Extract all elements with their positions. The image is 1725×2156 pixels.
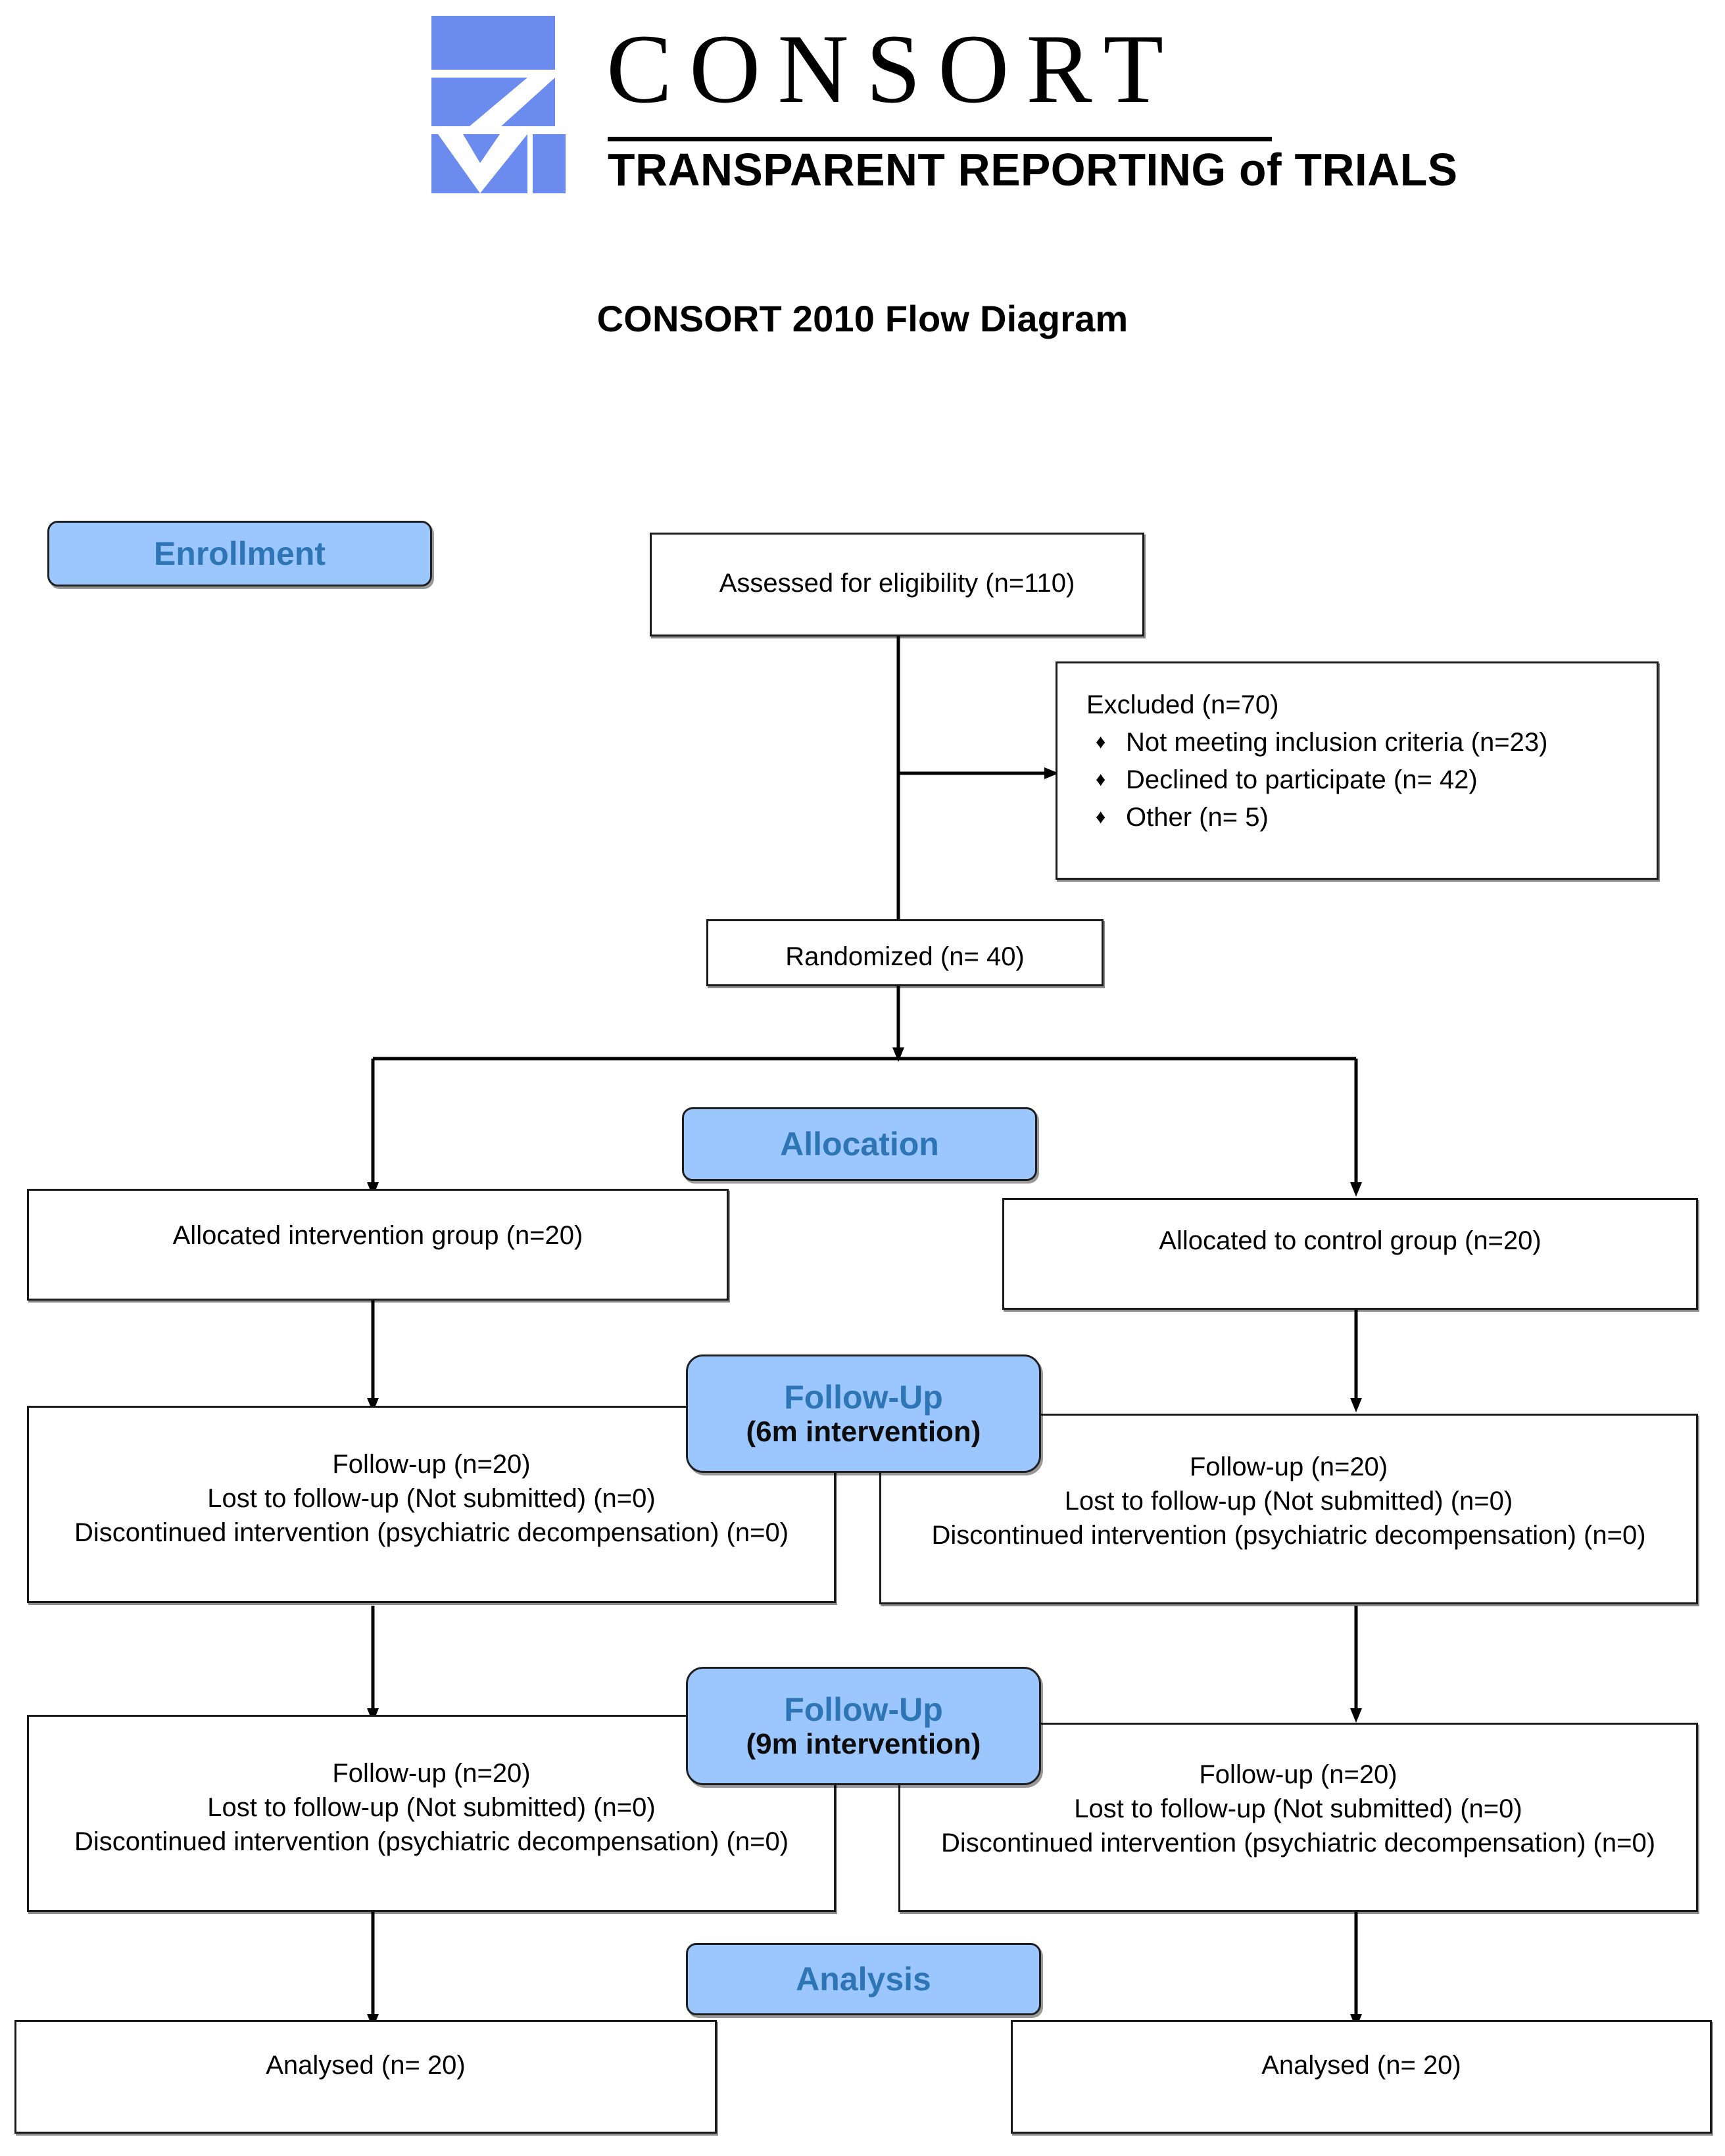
box-analysed-intervention: Analysed (n= 20)	[14, 2020, 717, 2134]
phase-badge-analysis-label: Analysis	[796, 1961, 931, 1998]
phase-badge-followup-9m-sublabel: (9m intervention)	[746, 1728, 981, 1761]
followup9-left-line-3: Discontinued intervention (psychiatric d…	[74, 1827, 789, 1856]
consort-wordmark: CONSORT	[606, 14, 1181, 124]
followup6-right-line-3: Discontinued intervention (psychiatric d…	[931, 1521, 1646, 1550]
phase-badge-followup-6m-sublabel: (6m intervention)	[746, 1416, 981, 1449]
logo-divider	[608, 137, 1272, 141]
consort-logo: CONSORT TRANSPARENT REPORTING of TRIALS	[429, 14, 1457, 205]
phase-badge-followup-9m-label: Follow-Up	[784, 1691, 943, 1729]
list-item-label: Other (n= 5)	[1126, 802, 1269, 832]
phase-badge-enrollment[interactable]: Enrollment	[47, 521, 432, 587]
followup9-right-line-3: Discontinued intervention (psychiatric d…	[940, 1829, 1656, 1857]
box-analysed-control-text: Analysed (n= 20)	[1261, 2051, 1461, 2080]
list-item: ♦ Other (n= 5)	[1086, 799, 1643, 836]
box-followup6-intervention: Follow-up (n=20) Lost to follow-up (Not …	[27, 1406, 836, 1603]
followup6-left-line-3: Discontinued intervention (psychiatric d…	[74, 1518, 789, 1547]
list-item-label: Not meeting inclusion criteria (n=23)	[1126, 728, 1548, 757]
consort-logo-mark-icon	[431, 16, 566, 193]
followup9-right-line-2: Lost to follow-up (Not submitted) (n=0)	[1074, 1794, 1522, 1823]
box-allocated-intervention: Allocated intervention group (n=20)	[27, 1189, 729, 1301]
box-followup6-intervention-text: Follow-up (n=20) Lost to follow-up (Not …	[29, 1447, 834, 1550]
followup6-right-line-2: Lost to follow-up (Not submitted) (n=0)	[1064, 1487, 1513, 1516]
phase-badge-enrollment-label: Enrollment	[153, 535, 326, 572]
diamond-bullet-icon: ♦	[1096, 731, 1106, 753]
box-analysed-control: Analysed (n= 20)	[1011, 2020, 1712, 2134]
list-item: ♦ Declined to participate (n= 42)	[1086, 761, 1643, 799]
diamond-bullet-icon: ♦	[1096, 805, 1106, 828]
followup6-right-line-1: Follow-up (n=20)	[1189, 1452, 1388, 1481]
phase-badge-followup-9m[interactable]: Follow-Up (9m intervention)	[686, 1667, 1041, 1785]
followup9-left-line-1: Follow-up (n=20)	[332, 1759, 531, 1788]
phase-badge-followup-6m[interactable]: Follow-Up (6m intervention)	[686, 1354, 1041, 1473]
phase-badge-allocation[interactable]: Allocation	[682, 1107, 1037, 1181]
box-followup9-intervention-text: Follow-up (n=20) Lost to follow-up (Not …	[29, 1756, 834, 1859]
box-analysed-intervention-text: Analysed (n= 20)	[266, 2051, 466, 2080]
list-item: ♦ Not meeting inclusion criteria (n=23)	[1086, 724, 1643, 761]
box-randomized-text: Randomized (n= 40)	[785, 942, 1025, 971]
box-excluded: Excluded (n=70) ♦ Not meeting inclusion …	[1056, 661, 1659, 880]
list-item-label: Declined to participate (n= 42)	[1126, 765, 1478, 794]
box-assessed-text: Assessed for eligibility (n=110)	[719, 569, 1075, 598]
box-followup6-control-text: Follow-up (n=20) Lost to follow-up (Not …	[881, 1450, 1696, 1552]
followup6-left-line-2: Lost to follow-up (Not submitted) (n=0)	[207, 1484, 656, 1513]
phase-badge-followup-6m-label: Follow-Up	[784, 1379, 943, 1416]
box-randomized: Randomized (n= 40)	[706, 919, 1104, 986]
diamond-bullet-icon: ♦	[1096, 768, 1106, 790]
box-allocated-control-text: Allocated to control group (n=20)	[1159, 1226, 1542, 1255]
consort-tagline: TRANSPARENT REPORTING of TRIALS	[608, 144, 1458, 195]
box-followup9-control-text: Follow-up (n=20) Lost to follow-up (Not …	[900, 1758, 1696, 1860]
box-allocated-control: Allocated to control group (n=20)	[1002, 1198, 1698, 1310]
followup6-left-line-1: Follow-up (n=20)	[332, 1450, 531, 1479]
phase-badge-allocation-label: Allocation	[780, 1126, 939, 1162]
page-title: CONSORT 2010 Flow Diagram	[596, 298, 1129, 339]
excluded-reason-list: ♦ Not meeting inclusion criteria (n=23) …	[1086, 724, 1643, 836]
box-assessed-for-eligibility: Assessed for eligibility (n=110)	[650, 533, 1144, 636]
phase-badge-analysis[interactable]: Analysis	[686, 1943, 1041, 2015]
box-allocated-intervention-text: Allocated intervention group (n=20)	[172, 1221, 583, 1250]
excluded-title: Excluded (n=70)	[1086, 690, 1279, 719]
followup9-right-line-1: Follow-up (n=20)	[1199, 1760, 1397, 1789]
followup9-left-line-2: Lost to follow-up (Not submitted) (n=0)	[207, 1793, 656, 1822]
